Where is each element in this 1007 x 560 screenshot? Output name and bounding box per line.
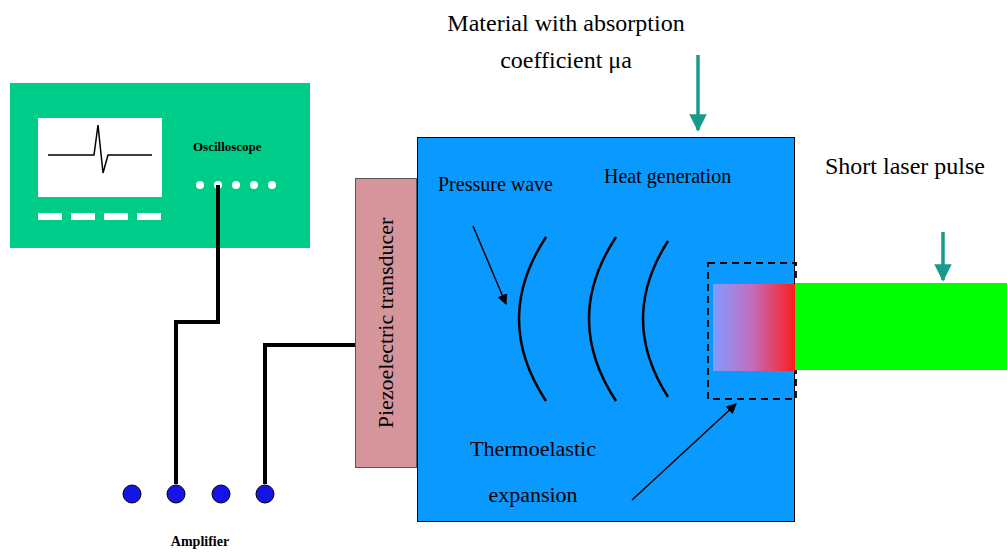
knob <box>268 181 276 189</box>
laser-beam: Short laser pulse <box>795 283 1007 370</box>
region-label: Pressure wave <box>438 172 553 196</box>
signal-wire <box>216 185 220 248</box>
heated-zone <box>713 284 796 371</box>
button <box>137 213 161 220</box>
wavefront <box>643 241 668 397</box>
amplifier-terminals: Amplifier <box>120 484 280 556</box>
terminal-dot <box>167 485 185 503</box>
device-label: Amplifier <box>120 534 280 551</box>
beam-label: Short laser pulse <box>825 151 985 182</box>
node-art <box>10 83 310 248</box>
region-label: Heat generation <box>604 164 731 188</box>
signal-wire <box>176 248 218 484</box>
expansion-region <box>708 263 796 399</box>
terminal-dot <box>212 485 230 503</box>
oscilloscope-box: Oscilloscope <box>10 83 310 248</box>
connector-layer <box>176 248 355 484</box>
wavefront <box>519 237 546 401</box>
knob <box>196 181 204 189</box>
terminal-dot <box>256 485 274 503</box>
waveform-trace <box>48 125 152 173</box>
wavefront <box>589 237 616 401</box>
button <box>38 213 62 220</box>
device-label: Oscilloscope <box>193 139 262 155</box>
region-label: Thermoelastic expansion <box>448 426 618 518</box>
pointer-arrow <box>941 232 945 280</box>
leader-arrow <box>632 404 736 500</box>
material-block: Material with absorption coefficient μaP… <box>417 137 795 522</box>
button <box>104 213 128 220</box>
knob <box>250 181 258 189</box>
leader-arrow <box>473 226 506 304</box>
material-heading: Material with absorption coefficient μa <box>441 5 691 79</box>
knob <box>232 181 240 189</box>
terminal-dot <box>123 485 141 503</box>
node-art <box>418 138 796 523</box>
pointer-arrow <box>696 55 700 130</box>
screen <box>38 118 162 197</box>
button <box>71 213 95 220</box>
signal-wire <box>265 345 355 484</box>
transducer-plate: Piezoelectric transducer <box>355 178 417 468</box>
device-label: Piezoelectric transducer <box>373 218 399 429</box>
